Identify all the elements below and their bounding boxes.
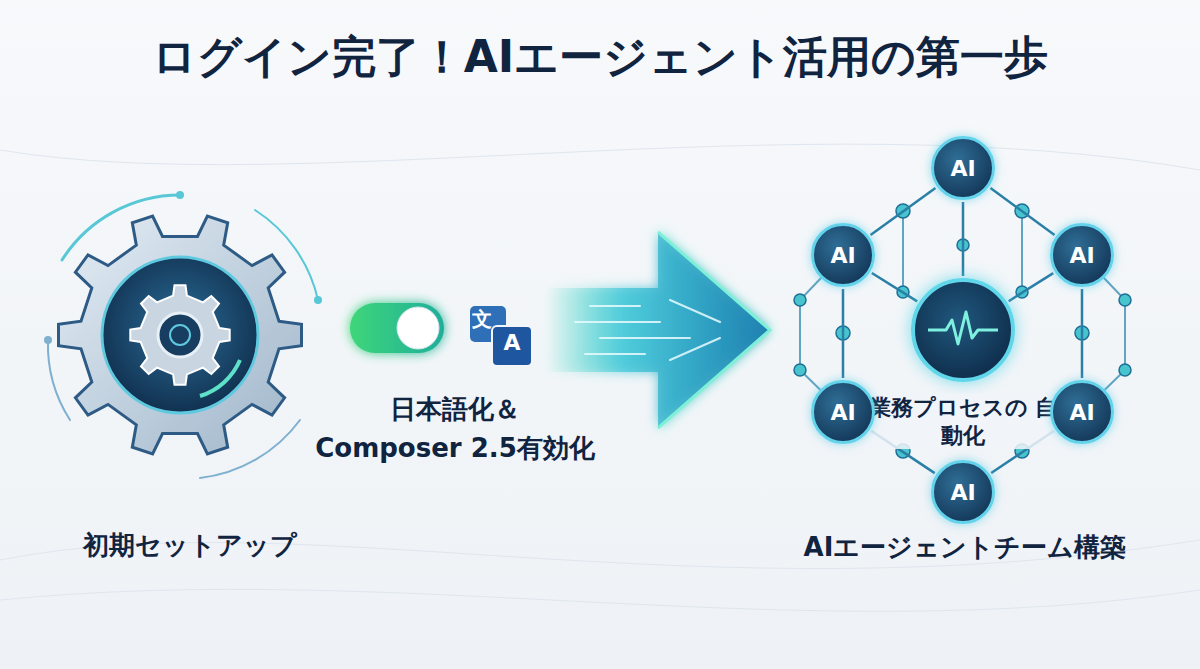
icon-glyph: A — [503, 330, 520, 356]
toggle-switch — [350, 303, 444, 353]
node-text: AI — [950, 480, 975, 505]
agent-circle: AI — [811, 223, 875, 287]
agent-circle: AI — [1050, 223, 1114, 287]
node-text: AI — [830, 400, 855, 425]
network-link — [1009, 273, 1054, 301]
network-link — [872, 273, 917, 301]
hub-circle: 業務プロセスの 自動化 — [911, 278, 1015, 382]
section-label: 初期セットアップ — [83, 528, 297, 563]
network-link — [843, 289, 844, 378]
flow-arrow — [545, 232, 770, 428]
network-link — [990, 188, 1054, 235]
node-caption: 業務プロセスの 自動化 — [863, 394, 1063, 449]
node-text: AI — [1069, 243, 1094, 268]
node-text: AI — [1069, 400, 1094, 425]
pulse-icon — [928, 310, 998, 350]
gear — [59, 216, 302, 454]
agent-circle: AI — [931, 460, 995, 524]
network-link — [963, 202, 964, 276]
agent-circle: AI — [931, 136, 995, 200]
agent-circle: AI — [811, 380, 875, 444]
node-text: AI — [950, 156, 975, 181]
network-link — [871, 188, 936, 235]
network-link — [1082, 289, 1083, 378]
title: ログイン完了！AIエージェント活用の第一歩 — [0, 28, 1200, 87]
node-text: AI — [830, 243, 855, 268]
step-label: 日本語化＆ Composer 2.5有効化 — [313, 390, 597, 468]
icon-glyph: 文 — [472, 307, 492, 331]
section-label: AIエージェントチーム構築 — [804, 530, 1127, 565]
agent-circle: AI — [1050, 380, 1114, 444]
